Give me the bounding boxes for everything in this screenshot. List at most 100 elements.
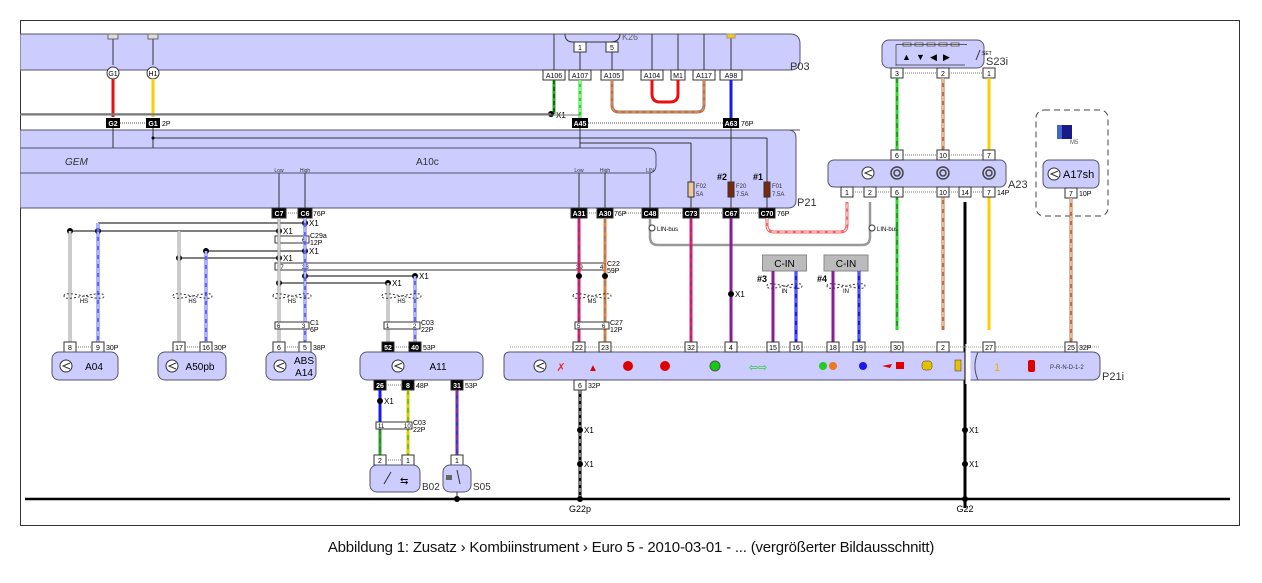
svg-text:7.5A: 7.5A [736, 192, 748, 198]
svg-text:C1: C1 [310, 320, 319, 327]
pin-label: 16 [202, 345, 210, 352]
svg-text:6: 6 [277, 324, 281, 330]
terminal-h1: H1 [146, 66, 160, 80]
svg-text:22P: 22P [421, 327, 434, 334]
pin-box [766, 341, 780, 353]
gauge-icon [533, 359, 547, 373]
fuse-f01 [763, 181, 771, 198]
pin-label: 1 [455, 458, 459, 465]
svg-text:High: High [300, 168, 311, 174]
pin-label: A106 [546, 73, 562, 80]
svg-text:7.5A: 7.5A [772, 192, 784, 198]
svg-text:A14: A14 [295, 368, 313, 379]
module-a04[interactable]: A04 [51, 351, 119, 381]
svg-text:3: 3 [302, 324, 306, 330]
pin-label: A31 [573, 211, 586, 218]
pin-label: A104 [644, 73, 660, 80]
pin-label: 10 [939, 153, 947, 160]
sensor-b02[interactable]: ⇆B02 [369, 464, 440, 493]
option-box-m5: M5 [1035, 109, 1109, 217]
pin-label: 30 [893, 345, 901, 352]
splice-label: X1 [309, 219, 319, 228]
relay-k26 [564, 33, 621, 43]
wire-lin-bus[interactable] [648, 202, 872, 247]
pin-label: 16 [792, 345, 800, 352]
svg-text:G1: G1 [148, 121, 157, 128]
svg-text:12P: 12P [310, 240, 323, 247]
pin-box [726, 33, 736, 39]
svg-text:P-R-N-D-1-2: P-R-N-D-1-2 [1050, 365, 1084, 371]
brake-switch-icon [446, 475, 452, 480]
svg-text:P21: P21 [797, 197, 817, 209]
fuse-f20 [727, 181, 735, 198]
pin-label: 1 [987, 71, 991, 78]
battery-icon [896, 362, 904, 369]
splice-label: X1 [419, 272, 429, 281]
svg-text:C22: C22 [607, 261, 620, 268]
module-p21i[interactable]: 1 P-R-N-D-1-2 P21i [974, 351, 1124, 383]
wire-rt-loop[interactable] [650, 80, 680, 104]
pin-label: 3 [895, 71, 899, 78]
svg-text:ABS: ABS [294, 356, 314, 367]
module-a50pb[interactable]: A50pb [157, 351, 227, 381]
svg-text:48P: 48P [416, 383, 429, 390]
cin-box [823, 254, 869, 272]
twisted-pair-icon [172, 293, 213, 299]
svg-text:HS: HS [188, 299, 196, 305]
module-s23i[interactable]: ▲ ▼ ◀ ▶ SET S23i [881, 39, 1008, 69]
svg-text:10P: 10P [1079, 191, 1092, 198]
svg-text:A45: A45 [574, 121, 587, 128]
pin-box [982, 186, 996, 198]
door-warning-icon [1028, 360, 1035, 372]
svg-text:S23i: S23i [986, 56, 1008, 68]
pin-label: 31 [453, 383, 461, 390]
splice-label: X1 [969, 460, 979, 469]
switch-left-icon: ◀ [930, 52, 937, 62]
pin-label: 5 [303, 345, 307, 352]
pin-label: 6 [895, 153, 899, 160]
svg-text:A11: A11 [429, 362, 446, 373]
pin-label: C73 [685, 211, 698, 218]
splice-x1 [602, 273, 608, 279]
module-a10c[interactable]: GEM A10c [20, 147, 657, 174]
svg-text:S05: S05 [473, 482, 491, 493]
pin-label: 14 [961, 190, 969, 197]
gauge-icon [861, 166, 875, 180]
svg-text:59P: 59P [607, 268, 620, 275]
twisted-pair-icon [572, 293, 612, 299]
pin-label: 22 [575, 345, 583, 352]
gearbox-icon [1057, 125, 1062, 139]
svg-text:2P: 2P [162, 121, 171, 128]
svg-text:A23: A23 [1008, 179, 1028, 191]
pin-box [724, 341, 738, 353]
svg-text:C27: C27 [610, 320, 623, 327]
svg-text:High: High [600, 168, 611, 174]
pin-label: 10 [939, 190, 947, 197]
pin-label: 26 [376, 383, 384, 390]
module-a23[interactable]: A23 [827, 159, 1028, 191]
svg-text:6: 6 [602, 324, 606, 330]
module-p03[interactable]: P03 [20, 33, 810, 73]
ground-label-g22: G22 [956, 504, 973, 514]
svg-text:1: 1 [386, 324, 390, 330]
svg-text:LIN: LIN [646, 168, 654, 174]
module-label-gem: GEM [65, 157, 88, 168]
svg-text:30P: 30P [106, 345, 119, 352]
svg-text:53P: 53P [465, 383, 478, 390]
pin-box [936, 341, 950, 353]
splice-label: X1 [584, 426, 594, 435]
module-a11[interactable]: A11 [359, 351, 484, 381]
connector-c1 [274, 321, 310, 330]
splice-x1 [377, 398, 383, 404]
connector-g2-g1: G2 G1 2P [106, 118, 171, 128]
fog-light-icon [819, 362, 827, 370]
module-a17sh[interactable]: A17sh [1042, 159, 1100, 189]
twisted-pair-icon [63, 293, 105, 299]
twisted-pair-icon [272, 293, 312, 299]
instrument-cluster-p21-strip[interactable]: ✗ ▲ ⇦⇨ [503, 351, 979, 381]
rear-fog-icon [829, 362, 837, 370]
switch-s05[interactable]: S05 [442, 464, 491, 493]
svg-text:10: 10 [404, 424, 411, 430]
svg-text:14P: 14P [997, 190, 1010, 197]
